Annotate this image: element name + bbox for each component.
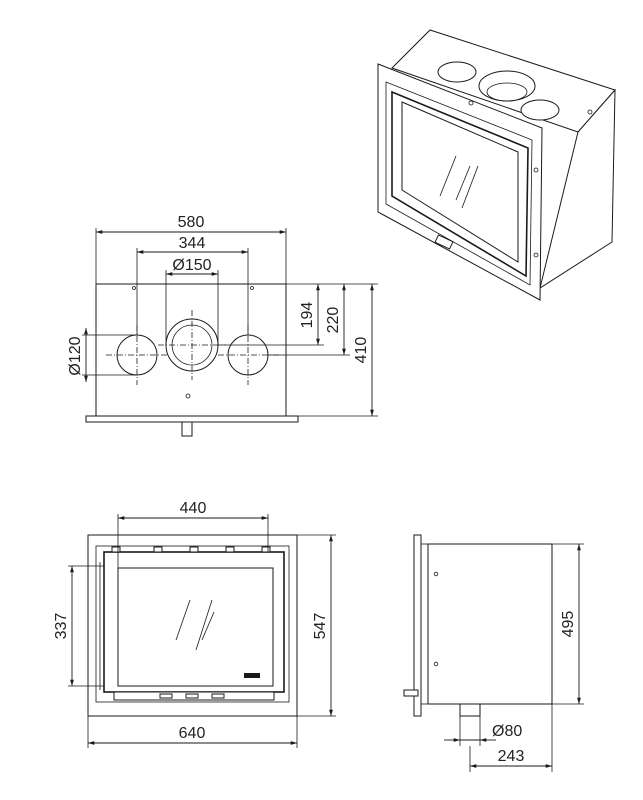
top-view-front-plate: [85, 415, 299, 423]
top-view-air-inlet: [181, 421, 193, 437]
iso-collar-center-inner: [486, 82, 528, 102]
iso-collar-left: [437, 61, 477, 83]
dim-label-194: 194: [299, 302, 316, 329]
top-view-screw: [250, 286, 254, 290]
front-glass-hatch: [175, 599, 191, 641]
dim-label-580: 580: [178, 214, 205, 231]
side-view-air-inlet: [459, 703, 481, 717]
side-view-front-plate: [413, 534, 422, 717]
dim-label-640: 640: [179, 725, 206, 742]
iso-screw: [533, 252, 539, 258]
front-view-outer-frame: [87, 534, 298, 717]
iso-glass-hatch: [455, 165, 471, 201]
dim-label-440: 440: [180, 500, 207, 517]
side-view-screw: [433, 661, 439, 667]
dim-label-150: Ø150: [172, 257, 211, 274]
iso-collar-center: [478, 70, 536, 102]
dim-label-410: 410: [353, 337, 370, 364]
iso-screw: [468, 100, 474, 106]
side-view-handle: [403, 689, 419, 697]
iso-screw: [533, 167, 539, 173]
dim-label-495: 495: [560, 611, 577, 638]
iso-side-face: [539, 88, 616, 290]
iso-front-inner-frame: [385, 81, 533, 286]
dim-label-547: 547: [312, 613, 329, 640]
front-view-top-bumps: [111, 546, 271, 553]
front-view-inner-frame: [95, 545, 290, 703]
iso-door: [391, 90, 529, 278]
dim-label-80: Ø80: [492, 723, 522, 740]
front-view-bottom-grill: [113, 691, 275, 701]
dim-label-337: 337: [53, 613, 70, 640]
dim-label-220: 220: [325, 307, 342, 334]
top-view-screw: [185, 393, 191, 399]
front-view: 440 337 547 640: [53, 500, 336, 748]
iso-glass-hatch: [439, 155, 457, 197]
dim-label-344: 344: [179, 235, 206, 252]
side-view-body: [427, 543, 553, 705]
iso-collar-right: [520, 99, 560, 121]
isometric-view: [377, 29, 616, 301]
iso-screw: [587, 109, 593, 115]
front-glass-hatch: [195, 599, 213, 651]
dim-label-243: 243: [498, 748, 525, 765]
brand-logo: [244, 673, 260, 678]
dim-label-120: Ø120: [67, 336, 84, 375]
iso-glass: [401, 101, 519, 263]
top-view-screw: [132, 286, 136, 290]
front-view-glass: [117, 567, 274, 687]
front-glass-hatch: [201, 611, 215, 641]
top-view: 580 344 Ø150 Ø120 194 220 410: [67, 214, 378, 437]
iso-glass-hatch: [461, 165, 479, 209]
iso-handle: [434, 234, 454, 250]
side-view: 495 Ø80 243: [403, 534, 584, 772]
side-view-screw: [433, 571, 439, 577]
iso-front-frame: [377, 63, 543, 301]
